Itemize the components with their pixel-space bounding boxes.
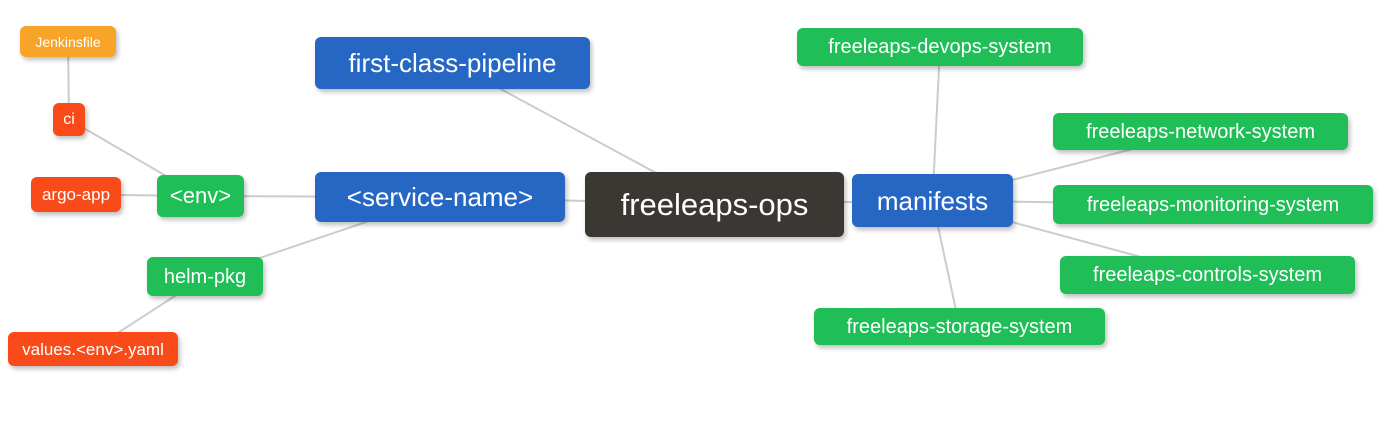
node-service-name[interactable]: <service-name> (315, 172, 565, 222)
node-values-env-yaml[interactable]: values.<env>.yaml (8, 332, 178, 366)
node-jenkinsfile[interactable]: Jenkinsfile (20, 26, 116, 57)
node-freeleaps-network-system[interactable]: freeleaps-network-system (1053, 113, 1348, 150)
node-ci[interactable]: ci (53, 103, 85, 136)
node-freeleaps-devops-system[interactable]: freeleaps-devops-system (797, 28, 1083, 66)
node-helm-pkg[interactable]: helm-pkg (147, 257, 263, 296)
node-env[interactable]: <env> (157, 175, 244, 217)
node-manifests[interactable]: manifests (852, 174, 1013, 227)
node-freeleaps-storage-system[interactable]: freeleaps-storage-system (814, 308, 1105, 345)
node-freeleaps-monitoring-system[interactable]: freeleaps-monitoring-system (1053, 185, 1373, 224)
node-first-class-pipeline[interactable]: first-class-pipeline (315, 37, 590, 89)
node-freeleaps-controls-system[interactable]: freeleaps-controls-system (1060, 256, 1355, 294)
node-argo-app[interactable]: argo-app (31, 177, 121, 212)
node-root-freeleaps-ops[interactable]: freeleaps-ops (585, 172, 844, 237)
